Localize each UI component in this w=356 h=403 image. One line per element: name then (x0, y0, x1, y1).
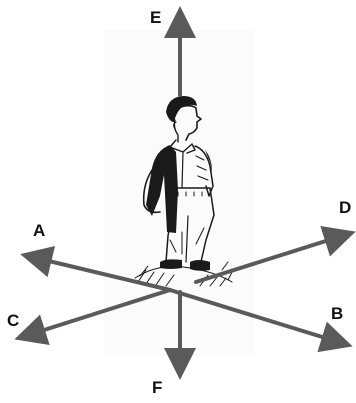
label-e: E (150, 8, 161, 27)
label-b: B (331, 304, 343, 323)
label-a: A (33, 221, 45, 240)
label-c: C (7, 311, 19, 330)
label-d: D (339, 198, 351, 217)
label-f: F (152, 378, 162, 397)
